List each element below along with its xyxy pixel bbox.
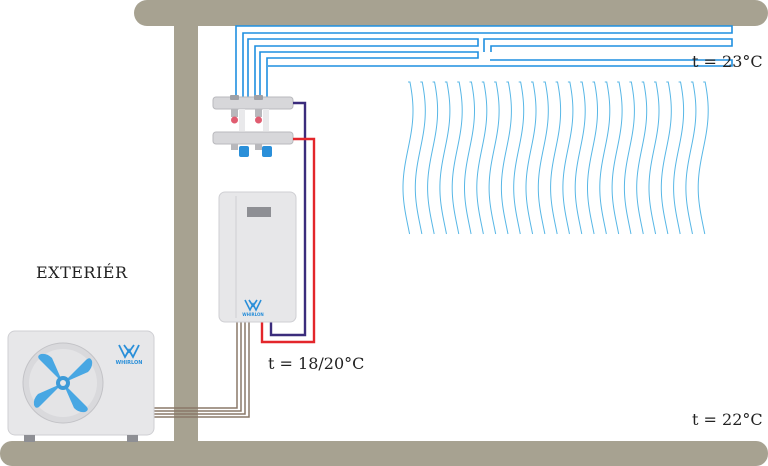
outdoor-brand: WHIRLON <box>116 360 143 366</box>
floor-temp-label: t = 22°C <box>692 410 763 429</box>
airflow-wave <box>660 81 672 235</box>
water-temp-label: t = 18/20°C <box>268 354 365 373</box>
return-pipe <box>269 101 307 337</box>
airflow-wave <box>402 81 414 235</box>
fan-icon <box>33 353 93 413</box>
airflow-wave <box>537 81 549 235</box>
outdoor-unit: WHIRLON <box>7 330 155 442</box>
indoor-unit: WHIRLON <box>218 191 297 323</box>
airflow-wave <box>550 81 562 235</box>
airflow-wave <box>636 81 648 235</box>
upper-manifold <box>212 96 294 110</box>
hydraulic-lines <box>260 101 316 344</box>
airflow-wave <box>500 81 512 235</box>
distribution-manifold-icon <box>212 95 294 157</box>
airflow-wave <box>414 81 426 235</box>
airflow-wave <box>648 81 660 235</box>
ceiling-slab <box>134 0 768 26</box>
ceiling-cooling-pipes <box>235 25 733 98</box>
airflow-wave <box>427 81 439 235</box>
whirlon-logo-icon <box>118 344 140 359</box>
airflow-wave <box>697 81 709 235</box>
airflow-wave <box>574 81 586 235</box>
airflow-wave <box>562 81 574 235</box>
airflow-wave <box>525 81 537 235</box>
exterior-label: EXTERIÉR <box>36 263 128 282</box>
airflow-wave <box>586 81 599 235</box>
airflow-wave <box>611 81 623 235</box>
airflow-wave <box>463 81 476 235</box>
exterior-wall <box>174 10 198 446</box>
airflow-wave <box>513 81 525 235</box>
airflow-wave <box>673 81 685 235</box>
airflow-wave <box>685 81 697 235</box>
airflow-wave <box>439 81 451 235</box>
ceiling-temp-label: t = 23°C <box>692 52 763 71</box>
whirlon-logo-icon <box>244 299 262 312</box>
unit-display <box>247 207 271 217</box>
airflow-waves-icon <box>402 81 709 235</box>
indoor-brand: WHIRLON <box>242 312 263 317</box>
airflow-wave <box>451 81 463 235</box>
airflow-wave <box>623 81 635 235</box>
floor-slab <box>0 441 768 466</box>
lower-manifold <box>212 131 294 145</box>
airflow-wave <box>488 81 500 235</box>
supply-pipe <box>260 137 316 344</box>
airflow-wave <box>476 81 488 235</box>
refrigerant-lines <box>154 322 250 418</box>
airflow-wave <box>599 81 611 235</box>
